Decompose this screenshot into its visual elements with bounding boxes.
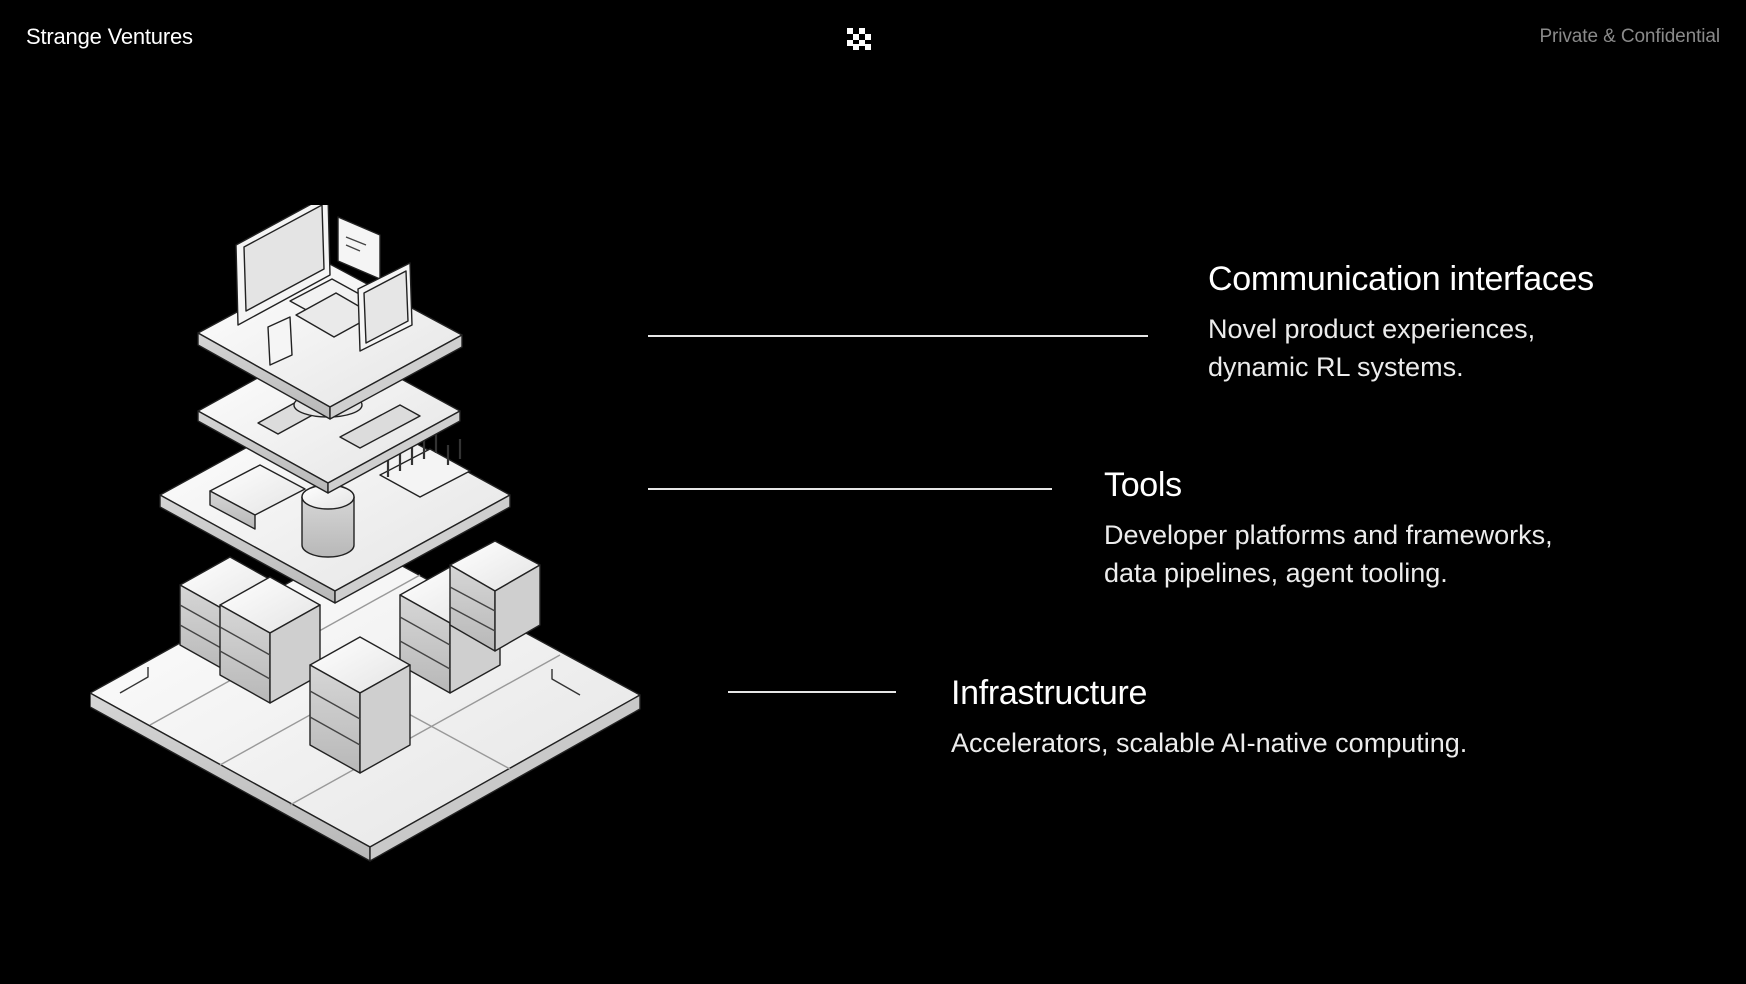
layer-desc-line: Developer platforms and frameworks,: [1104, 520, 1553, 550]
layer-desc-tools: Developer platforms and frameworks, data…: [1104, 516, 1553, 592]
layer-desc-line: data pipelines, agent tooling.: [1104, 558, 1448, 588]
layer-desc-line: Accelerators, scalable AI-native computi…: [951, 728, 1468, 758]
layer-desc-infrastructure: Accelerators, scalable AI-native computi…: [951, 724, 1467, 762]
layer-desc-interfaces: Novel product experiences, dynamic RL sy…: [1208, 310, 1535, 386]
layer-title-infrastructure: Infrastructure: [951, 674, 1148, 712]
layer-title-interfaces: Communication interfaces: [1208, 260, 1594, 298]
layer-title-tools: Tools: [1104, 466, 1182, 504]
checker-logo-icon: [847, 28, 871, 50]
layer-desc-line: Novel product experiences,: [1208, 314, 1536, 344]
confidential-label: Private & Confidential: [1539, 26, 1720, 47]
isometric-stack-illustration: [90, 205, 641, 862]
brand-name: Strange Ventures: [26, 24, 193, 49]
connector-line-tools: [648, 488, 1052, 490]
connector-line-infrastructure: [728, 691, 896, 693]
connector-line-interfaces: [648, 335, 1148, 337]
layer-desc-line: dynamic RL systems.: [1208, 352, 1464, 382]
